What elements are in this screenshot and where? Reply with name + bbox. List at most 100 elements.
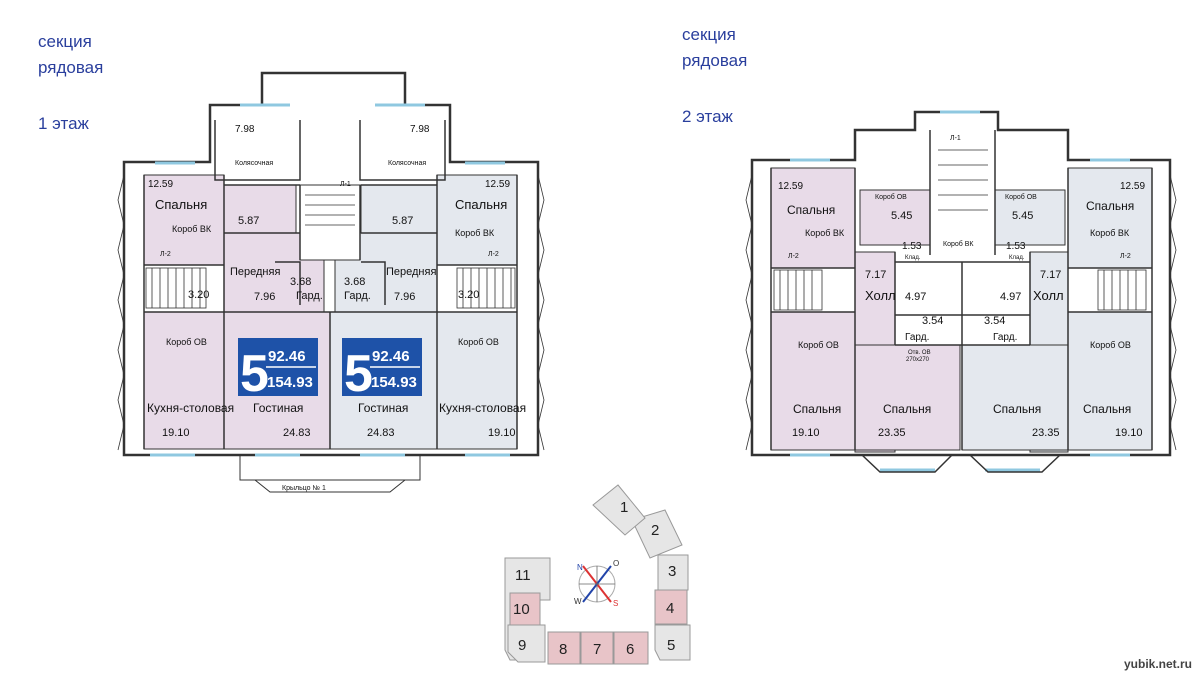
right-windows: [790, 110, 1130, 472]
left-stroller-label-a: Колясочная: [235, 160, 273, 167]
right-bed-area-c: 19.10: [792, 427, 820, 439]
left-section-title: секция рядовая: [38, 29, 103, 81]
right-bedroom-area-a: 12.59: [778, 181, 803, 192]
left-side-ribs: [117, 174, 545, 451]
keyplan-label-9: 9: [518, 637, 526, 654]
keyplan-label-10: 10: [513, 601, 530, 618]
right-ward-label-b: Гард.: [993, 332, 1017, 343]
left-badge-living-a: 92.46: [268, 348, 306, 365]
left-bath-area-a: 5.87: [238, 215, 259, 227]
right-bath2-area-b: 4.97: [1000, 291, 1021, 303]
right-bedroom-label-c: Спальня: [793, 402, 841, 416]
compass-n: N: [577, 563, 583, 572]
left-box-vk-b: Короб ВК: [455, 228, 495, 238]
keyplan-section-7: [580, 631, 614, 665]
left-badge-rooms-b: 5: [344, 345, 373, 403]
right-header-line-1: секция: [682, 25, 736, 44]
key-plan: [504, 484, 691, 665]
right-box-ov-top-a: Короб ОВ: [875, 193, 907, 201]
keyplan-label-7: 7: [593, 641, 601, 658]
right-box-ov-a: Короб ОВ: [798, 340, 839, 350]
left-hall-area-a: 7.96: [254, 291, 275, 303]
right-box-ov-b: Короб ОВ: [1090, 340, 1131, 350]
left-ward-area-a: 3.68: [290, 276, 311, 288]
left-bedroom-area-b: 12.59: [485, 179, 510, 190]
right-outer-wall: [750, 110, 1172, 457]
right-side-ribs: [745, 174, 1177, 451]
right-hall-area-a: 7.17: [865, 269, 886, 281]
right-header-line-2: рядовая: [682, 51, 748, 70]
keyplan-label-1: 1: [620, 499, 628, 516]
right-bedroom-c: [770, 311, 856, 451]
left-kitchen-label-a: Кухня-столовая: [147, 401, 234, 415]
right-bedroom-label-f: Спальня: [993, 402, 1041, 416]
right-bedroom-label-b: Спальня: [1086, 199, 1134, 213]
compass-icon: N O W S: [574, 559, 619, 608]
right-bedroom-e: [854, 344, 961, 451]
compass-o: O: [613, 559, 619, 568]
keyplan-section-1: [592, 484, 646, 536]
keyplan-label-8: 8: [559, 641, 567, 658]
left-badge-rooms-a: 5: [240, 345, 269, 403]
right-closet-area-a: 1.53: [902, 241, 922, 252]
keyplan-section-10: [509, 592, 541, 626]
compass-w: W: [574, 597, 582, 606]
left-windows: [150, 103, 510, 457]
keyplan-section-6: [613, 631, 649, 665]
left-porch: [239, 455, 421, 493]
keyplan-section-3: [657, 554, 689, 591]
left-stairwell: [299, 184, 361, 261]
left-living-area-b: 24.83: [367, 427, 395, 439]
right-box-vk-c: Короб ВК: [943, 240, 974, 248]
left-bath-b: [360, 184, 438, 234]
left-bedroom-b: [436, 174, 518, 266]
right-hall-label-b: Холл: [1033, 288, 1064, 303]
right-closet-label-b: Клад.: [1009, 255, 1025, 261]
right-bedroom-label-a: Спальня: [787, 203, 835, 217]
right-bath-area-b: 5.45: [1012, 210, 1033, 222]
right-closet-label-a: Клад.: [905, 255, 921, 261]
left-plan: [117, 71, 545, 493]
left-living-label-a: Гостиная: [253, 401, 303, 415]
left-kitchen-b: [436, 311, 518, 450]
keyplan-section-5: [654, 624, 691, 661]
keyplan-label-4: 4: [666, 600, 674, 617]
right-plan: [745, 110, 1177, 473]
left-stair-l2-b: Л-2: [488, 251, 499, 258]
left-box-ov-a: Короб ОВ: [166, 337, 207, 347]
keyplan-section-9: [507, 624, 546, 663]
left-stair-l1: Л-1: [340, 181, 351, 188]
right-closet-area-b: 1.53: [1006, 241, 1026, 252]
right-stair-l1: Л-1: [950, 135, 961, 142]
left-hall-label-b: Передняя: [386, 266, 436, 278]
keyplan-label-11: 11: [515, 567, 531, 584]
right-stairs: [773, 149, 1147, 311]
right-bed-area-e: 23.35: [878, 427, 906, 439]
right-bay-windows: [861, 454, 1061, 473]
right-bedroom-f: [961, 344, 1069, 451]
left-stairs: [145, 194, 516, 309]
right-bath-area-a: 5.45: [891, 210, 912, 222]
left-header-line-1: секция: [38, 32, 92, 51]
left-bath-a: [223, 184, 297, 234]
keyplan-label-3: 3: [668, 563, 676, 580]
left-porch-label: Крыльцо № 1: [282, 485, 326, 492]
left-bedroom-label-b: Спальня: [455, 197, 507, 212]
left-badge-total-b: 154.93: [371, 374, 417, 391]
left-box-ov-b: Короб ОВ: [458, 337, 499, 347]
left-living-label-b: Гостиная: [358, 401, 408, 415]
left-ward-label-b: Гард.: [344, 290, 371, 302]
right-ward-label-a: Гард.: [905, 332, 929, 343]
keyplan-label-2: 2: [651, 522, 659, 539]
left-header-line-2: рядовая: [38, 58, 104, 77]
left-bath-area-b: 5.87: [392, 215, 413, 227]
right-box-ov-top-b: Короб ОВ: [1005, 193, 1037, 201]
right-ward-area-a: 3.54: [922, 315, 943, 327]
left-floor-label: 1 этаж: [38, 114, 89, 133]
right-stair-l2-b: Л-2: [1120, 253, 1131, 260]
left-stroller-walls: [214, 120, 446, 181]
right-stair-l2-a: Л-2: [788, 253, 799, 260]
keyplan-label-5: 5: [667, 637, 675, 654]
left-ward-label-a: Гард.: [296, 290, 323, 302]
